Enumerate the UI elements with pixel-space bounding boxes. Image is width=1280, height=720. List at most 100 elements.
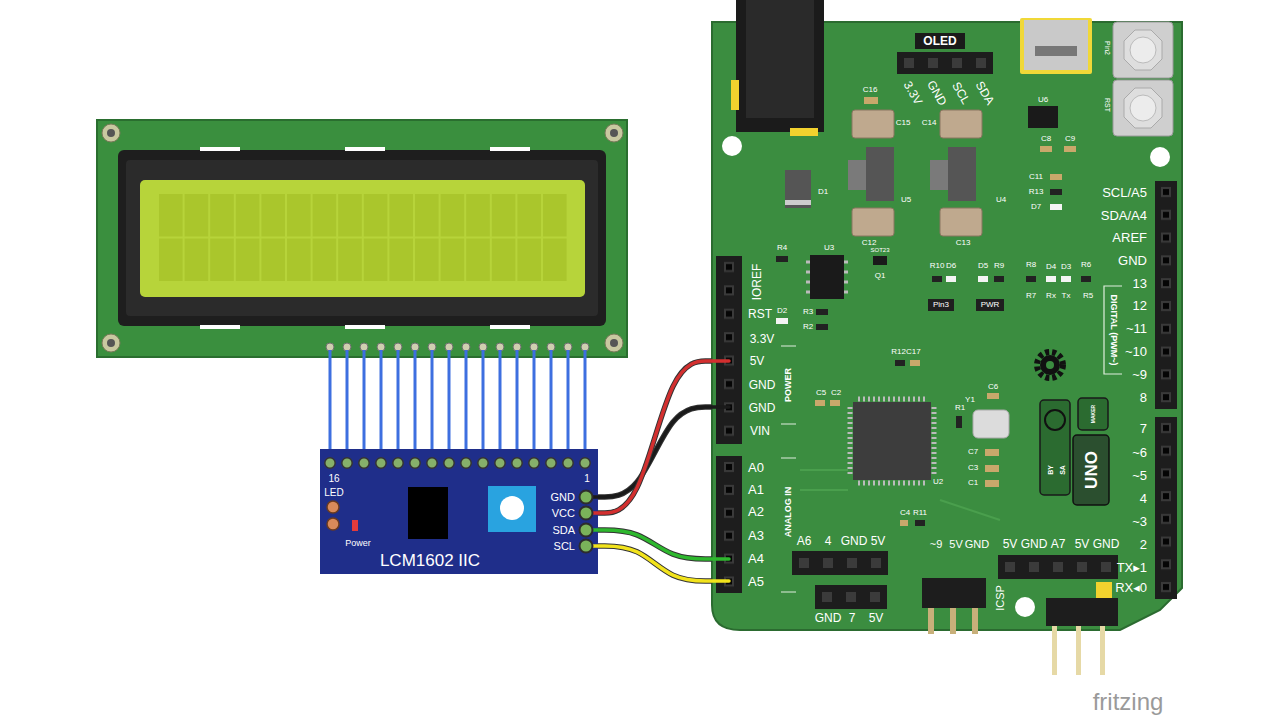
part-label: C14 — [922, 119, 937, 127]
ribbon-wires — [324, 350, 596, 458]
pin-label: 5V — [750, 355, 765, 367]
oled-header — [897, 52, 993, 74]
barrel-jack — [790, 128, 818, 136]
part-label: D5 — [978, 262, 988, 270]
microcontroller-chip — [853, 402, 931, 480]
logo-marks — [1040, 400, 1070, 495]
part-label: Y1 — [965, 396, 975, 404]
part-label: R9 — [994, 262, 1004, 270]
smd-parts — [776, 106, 1091, 526]
part-label: C7 — [968, 448, 978, 456]
part-label: D2 — [777, 307, 787, 315]
power-components — [785, 97, 982, 236]
pin-headers — [846, 592, 856, 602]
jumper-wire — [598, 546, 712, 581]
smd-parts — [1050, 204, 1062, 210]
part-label: D6 — [946, 262, 956, 270]
part-label: R11 — [913, 509, 927, 517]
logo-marks — [1046, 361, 1054, 369]
lcd-display — [107, 339, 115, 347]
usb-connector — [1020, 18, 1092, 74]
pin-label: 5V — [949, 539, 962, 550]
smd-parts — [985, 449, 999, 456]
wire-end — [711, 359, 729, 363]
pin-headers — [822, 592, 832, 602]
pin-headers — [1077, 562, 1087, 572]
smd-parts — [973, 410, 1009, 438]
smd-parts — [1028, 106, 1058, 128]
smd-parts — [915, 520, 925, 526]
microcontroller-board — [1015, 597, 1035, 617]
part-label: SA — [1059, 465, 1066, 475]
part-label: C6 — [988, 383, 998, 391]
power-components — [848, 160, 866, 190]
pin-label: TX▸1 — [1117, 561, 1147, 574]
pin-label: SDA — [552, 525, 575, 536]
part-label: C9 — [1065, 135, 1075, 143]
pin-headers — [871, 558, 881, 568]
smd-parts — [928, 299, 954, 311]
section-label: OLED — [923, 35, 956, 47]
smd-parts — [815, 400, 825, 406]
pin-label: A4 — [748, 552, 764, 565]
smd-parts — [978, 276, 988, 282]
part-label: Pin2 — [1104, 41, 1111, 55]
part-label: C11 — [1029, 173, 1043, 181]
pin-label: 5V — [871, 535, 886, 547]
pin-headers — [1052, 620, 1057, 675]
wire-end — [711, 405, 729, 409]
pin-label: IOREF — [751, 264, 763, 301]
board-name: LCM1602 IIC — [380, 552, 480, 569]
lcd-display — [345, 325, 385, 329]
part-label: U2 — [933, 478, 943, 486]
lcd-display — [610, 129, 618, 137]
pin-headers — [1101, 562, 1111, 572]
pin-label: A6 — [797, 535, 812, 547]
pin-label: GND — [841, 535, 868, 547]
usb-connector — [1024, 20, 1088, 70]
pin-label: 7 — [1140, 422, 1147, 435]
smd-parts — [994, 276, 1004, 282]
part-label: U5 — [901, 196, 911, 204]
wire-core — [598, 407, 712, 497]
wire-outline — [598, 361, 712, 513]
pin-label: 13 — [1133, 277, 1147, 290]
part-label: RST — [1104, 98, 1111, 112]
pin-label: GND — [749, 402, 776, 414]
oled-header — [904, 58, 914, 68]
part-label: C15 — [896, 119, 911, 127]
wire-core — [598, 361, 712, 513]
lcd-display — [200, 325, 240, 329]
lcd-display — [102, 334, 120, 352]
pin-label: GND — [551, 492, 575, 503]
oled-header — [976, 58, 986, 68]
pin-headers — [716, 256, 742, 444]
part-label: D1 — [818, 188, 828, 196]
part-label: PWR — [981, 301, 1000, 309]
pin-label: 3.3V — [750, 333, 775, 345]
pin-label: AREF — [1112, 231, 1147, 244]
lcd-display — [490, 147, 530, 151]
smd-parts — [776, 318, 788, 324]
part-label: R3 — [803, 308, 813, 316]
pin-headers — [1155, 181, 1177, 409]
pin-headers — [1005, 562, 1015, 572]
smd-parts — [1046, 276, 1056, 282]
smd-parts — [987, 393, 999, 399]
part-label: R8 — [1026, 261, 1036, 269]
power-components — [948, 147, 976, 201]
smd-parts — [946, 276, 956, 282]
pin-label: 4 — [1140, 492, 1147, 505]
pin-label: A2 — [748, 505, 764, 518]
barrel-jack — [731, 0, 824, 136]
logo-marks — [1037, 352, 1063, 378]
pin-label: ~9 — [930, 539, 943, 550]
i2c-module-board — [580, 491, 593, 504]
part-label: C8 — [1041, 135, 1051, 143]
pin-label: GND — [925, 78, 949, 107]
wire-end — [711, 361, 729, 581]
pin-label: SCL — [950, 80, 972, 106]
part-label: SOT23 — [870, 247, 889, 253]
pin-headers — [847, 558, 857, 568]
